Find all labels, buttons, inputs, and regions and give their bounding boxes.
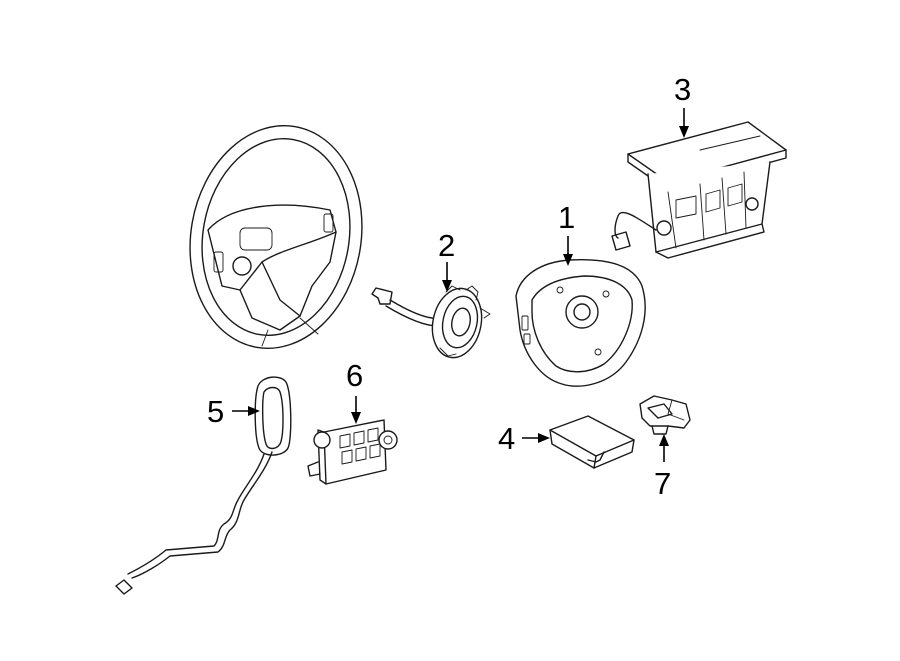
callout-arrows — [232, 108, 689, 462]
sensor-bracket — [639, 395, 691, 435]
side-airbag-module — [115, 376, 292, 595]
callout-6: 6 — [346, 358, 363, 393]
callout-1: 1 — [558, 200, 575, 235]
callout-5: 5 — [207, 394, 224, 429]
impact-sensor — [307, 419, 398, 485]
callout-4: 4 — [498, 421, 515, 456]
callout-3: 3 — [674, 72, 691, 107]
callout-7: 7 — [654, 466, 671, 501]
callout-2: 2 — [438, 228, 455, 263]
clockspring — [371, 285, 491, 359]
steering-wheel — [189, 125, 363, 349]
passenger-airbag-module — [611, 121, 787, 259]
driver-airbag-module — [515, 259, 646, 387]
airbag-control-module — [549, 415, 635, 469]
